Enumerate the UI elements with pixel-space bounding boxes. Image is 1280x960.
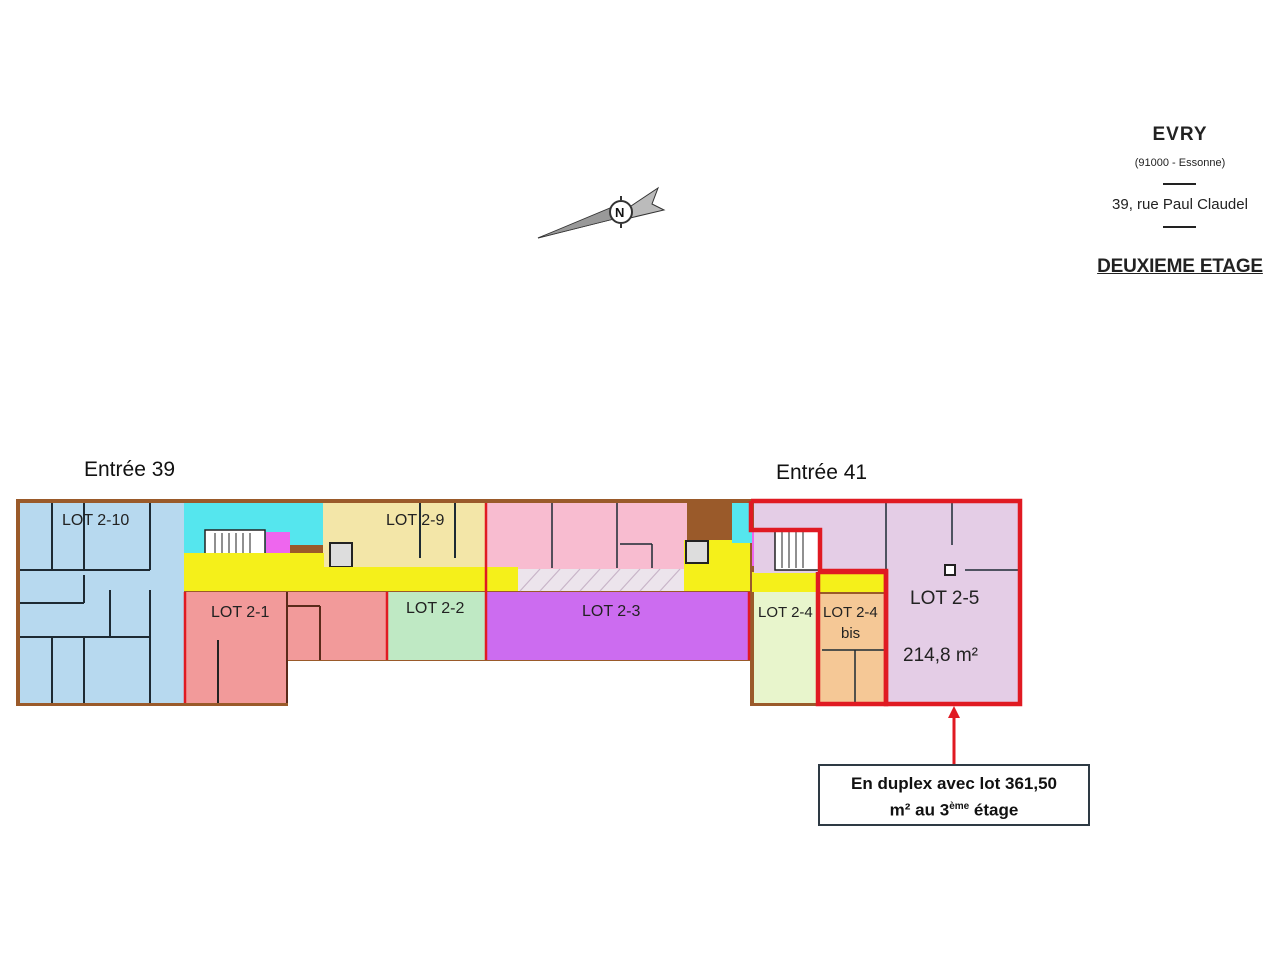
lot-2-3-label: LOT 2-3 bbox=[582, 603, 641, 620]
floor-title: DEUXIEME ETAGE bbox=[1097, 256, 1263, 277]
lot-2-2-label: LOT 2-2 bbox=[406, 600, 465, 617]
north-label: N bbox=[615, 205, 624, 220]
divider bbox=[1163, 226, 1196, 228]
lot-2-5-area: 214,8 m² bbox=[903, 645, 978, 666]
lot-2-9-label: LOT 2-9 bbox=[386, 512, 445, 529]
lot-2-10-label: LOT 2-10 bbox=[62, 512, 130, 529]
entrance-39-label: Entrée 39 bbox=[84, 458, 176, 481]
duplex-callout: En duplex avec lot 361,50 m² au 3ème éta… bbox=[818, 764, 1090, 826]
lot-2-4-bis-sublabel: bis bbox=[841, 625, 861, 642]
callout-line2: m² au 3ème étage bbox=[889, 800, 1019, 820]
address-label: 39, rue Paul Claudel bbox=[1112, 196, 1248, 213]
lot-2-4-label: LOT 2-4 bbox=[758, 604, 813, 621]
lot-2-4-bis-label: LOT 2-4 bbox=[823, 604, 878, 621]
lot-2-5-label: LOT 2-5 bbox=[910, 588, 980, 609]
entrance-41-label: Entrée 41 bbox=[776, 461, 868, 484]
callout-line1: En duplex avec lot 361,50 bbox=[851, 774, 1057, 793]
department-label: (91000 - Essonne) bbox=[1134, 157, 1226, 169]
lot-2-1-label: LOT 2-1 bbox=[211, 604, 270, 621]
divider bbox=[1163, 183, 1196, 185]
lot-2-10-area bbox=[20, 503, 184, 703]
north-arrow-icon: N bbox=[537, 186, 666, 239]
city-title: EVRY bbox=[1152, 124, 1208, 145]
